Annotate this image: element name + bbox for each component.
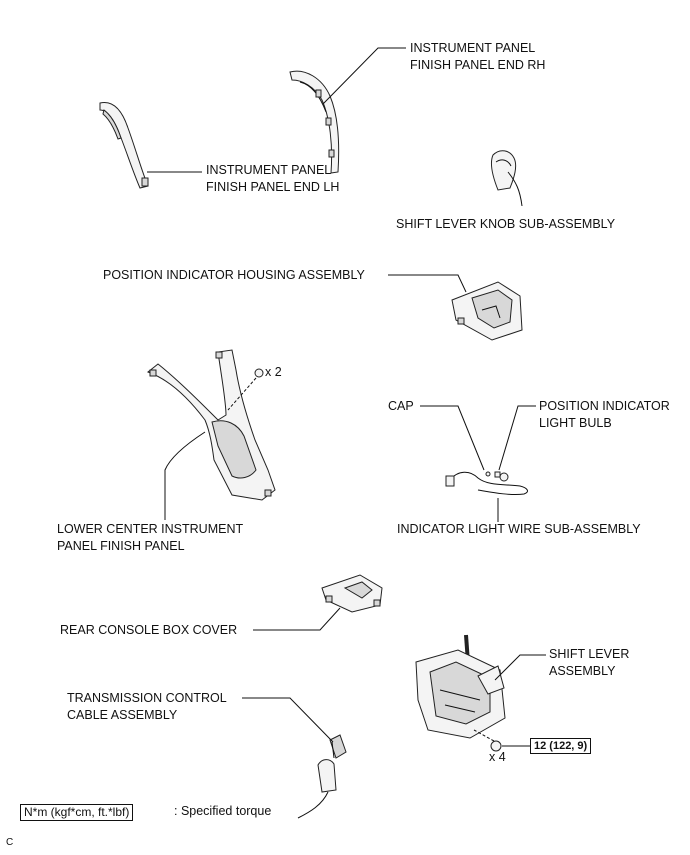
indicator-light-wire <box>445 471 528 495</box>
leader-bulb <box>498 405 536 471</box>
label-shift-lever-line2: ASSEMBLY <box>549 664 616 678</box>
label-pos-bulb-line2: LIGHT BULB <box>539 416 612 430</box>
leader-pos-housing <box>388 274 467 293</box>
leader-shift-knob <box>507 171 523 207</box>
label-shift-knob: SHIFT LEVER KNOB SUB-ASSEMBLY <box>396 217 616 231</box>
label-cap: CAP <box>388 399 414 413</box>
label-wire-sub: INDICATOR LIGHT WIRE SUB-ASSEMBLY <box>397 522 641 536</box>
leader-lower-center <box>164 431 206 520</box>
label-lower-center-line1: LOWER CENTER INSTRUMENT <box>57 522 244 536</box>
label-ip-end-rh-line2: FINISH PANEL END RH <box>410 58 546 72</box>
rear-console-box-cover <box>321 574 383 613</box>
torque-spec-box: 12 (122, 9) <box>530 738 592 754</box>
label-lower-center-line2: PANEL FINISH PANEL <box>57 539 185 553</box>
ip-finish-panel-end-rh <box>289 70 340 174</box>
legend-torque-unit-box: N*m (kgf*cm, ft.*lbf) <box>20 804 134 821</box>
leader-shift-lever <box>494 654 546 681</box>
label-tmc-cable-line1: TRANSMISSION CONTROL <box>67 691 227 705</box>
label-ip-end-rh: INSTRUMENT PANEL FINISH PANEL END RH <box>410 40 545 74</box>
label-ip-end-lh-line2: FINISH PANEL END LH <box>206 180 340 194</box>
shift-lever-assembly <box>415 634 506 739</box>
position-indicator-housing <box>451 281 523 341</box>
leader-ip-end-rh <box>322 47 406 105</box>
lower-center-finish-panel <box>146 349 276 501</box>
ip-finish-panel-end-lh <box>99 101 149 189</box>
leader-tmc-cable <box>242 697 334 743</box>
screw-x2 <box>227 368 264 411</box>
label-x4: x 4 <box>489 750 506 764</box>
nut-x4 <box>473 729 502 752</box>
corner-code: C <box>6 837 14 848</box>
label-pos-bulb: POSITION INDICATOR LIGHT BULB <box>539 398 670 432</box>
leader-cap <box>420 405 485 471</box>
label-lower-center: LOWER CENTER INSTRUMENT PANEL FINISH PAN… <box>57 521 243 555</box>
label-ip-end-lh-line1: INSTRUMENT PANEL <box>206 163 332 177</box>
shift-lever-knob <box>491 150 517 191</box>
transmission-control-cable <box>297 734 347 819</box>
label-pos-housing: POSITION INDICATOR HOUSING ASSEMBLY <box>103 268 365 282</box>
leader-rear-console <box>253 607 341 631</box>
legend-torque-text: : Specified torque <box>174 804 272 818</box>
label-rear-console: REAR CONSOLE BOX COVER <box>60 623 238 637</box>
label-tmc-cable-line2: CABLE ASSEMBLY <box>67 708 178 722</box>
label-pos-bulb-line1: POSITION INDICATOR <box>539 399 670 413</box>
label-x2: x 2 <box>265 365 282 379</box>
label-ip-end-rh-line1: INSTRUMENT PANEL <box>410 41 536 55</box>
label-tmc-cable: TRANSMISSION CONTROL CABLE ASSEMBLY <box>67 690 227 724</box>
label-shift-lever-line1: SHIFT LEVER <box>549 647 630 661</box>
label-ip-end-lh: INSTRUMENT PANEL FINISH PANEL END LH <box>206 162 339 196</box>
label-shift-lever: SHIFT LEVER ASSEMBLY <box>549 646 629 680</box>
